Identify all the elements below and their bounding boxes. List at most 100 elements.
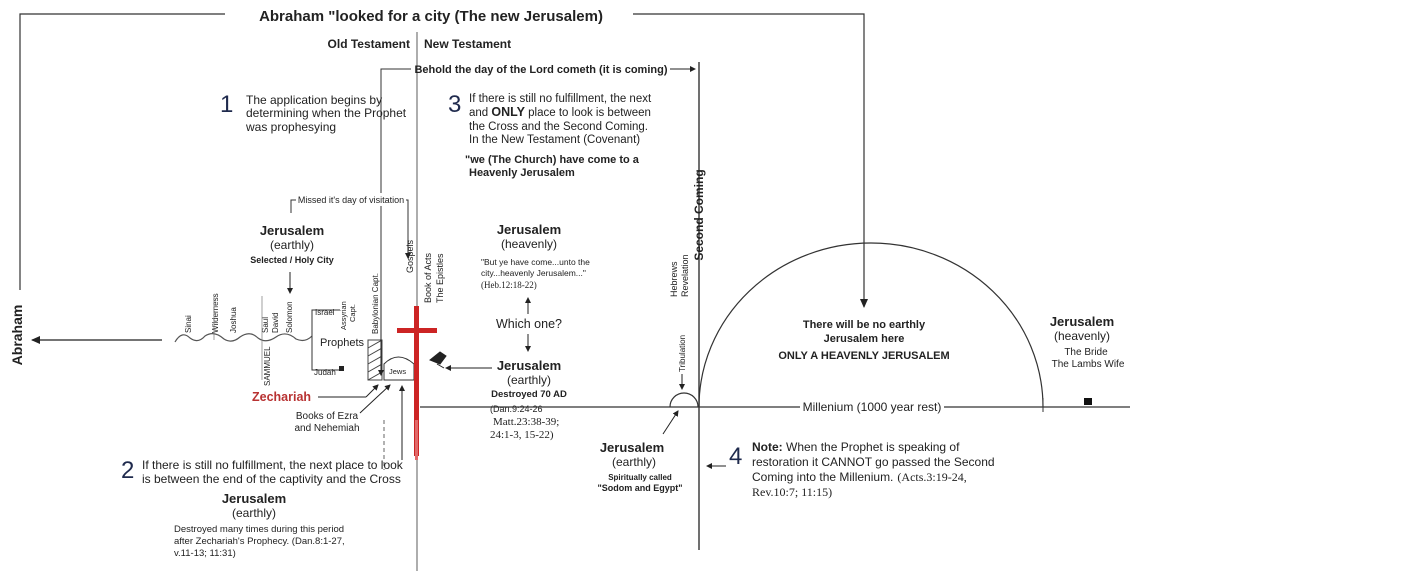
- step1-line2: determining when the Prophet: [246, 106, 407, 120]
- jerusalem-earthly-left-name: Jerusalem: [260, 223, 324, 238]
- tribulation-label: Tribulation: [678, 335, 687, 372]
- behold-label: Behold the day of the Lord cometh (it is…: [414, 64, 667, 76]
- which-one-label: Which one?: [496, 317, 562, 331]
- jerusalem-earthly-mid-desc: Destroyed 70 AD: [491, 389, 567, 400]
- jerusalem-earthly-left-desc: Selected / Holy City: [250, 255, 334, 265]
- step1-line1: The application begins by: [246, 93, 382, 107]
- step1-line3: was prophesying: [245, 120, 336, 134]
- timeline-label-saul: Saul: [261, 317, 270, 333]
- timeline-label-sammuel: SAMMUEL: [263, 346, 272, 386]
- millenium-label: Millenium (1000 year rest): [803, 400, 942, 414]
- sodom-arrow: [662, 410, 679, 435]
- revelation-label: Revelation: [680, 254, 690, 297]
- heavenly-quote-2: city...heavenly Jerusalem...": [481, 268, 586, 278]
- mid-ref-2: Matt.23:38-39;: [493, 416, 559, 428]
- timeline-label-david: David: [271, 313, 280, 333]
- babylonian-captivity-hatch: [367, 339, 383, 381]
- heavenly-quote-3: (Heb.12:18-22): [481, 280, 537, 290]
- old-testament-label: Old Testament: [328, 37, 410, 51]
- step3-line2: and ONLY place to look is between: [469, 105, 651, 119]
- behold-bracket: [380, 68, 411, 375]
- jerusalem-heavenly-mid-name: Jerusalem: [497, 222, 561, 237]
- prophets-label: Prophets: [320, 337, 365, 349]
- abraham-label: Abraham: [9, 305, 25, 366]
- abraham-frame-left: [19, 13, 225, 290]
- timeline-label-joshua: Joshua: [229, 307, 238, 333]
- step4-number: 4: [729, 443, 742, 470]
- jerusalem-earthly-mid-name: Jerusalem: [497, 358, 561, 373]
- jerusalem-earthly-left-sub: (earthly): [270, 238, 314, 252]
- step3-quote2: Heavenly Jerusalem: [469, 167, 575, 179]
- hebrews-label: Hebrews: [669, 261, 679, 297]
- judah-branch: [311, 336, 340, 371]
- second-coming-label: Second Coming: [692, 169, 706, 260]
- new-jerusalem-marker: [1084, 398, 1092, 405]
- step3-line1: If there is still no fulfillment, the ne…: [469, 93, 652, 105]
- timeline-label-solomon: Solomon: [285, 301, 294, 333]
- ezra-label-1: Books of Ezra: [296, 411, 359, 422]
- main-title: Abraham "looked for a city (The new Jeru…: [259, 8, 603, 25]
- book-of-acts-label: Book of Acts: [423, 252, 433, 303]
- step1-number: 1: [220, 91, 233, 118]
- cross-icon: [397, 306, 437, 460]
- step2-line2: is between the end of the captivity and …: [142, 472, 401, 486]
- timeline-label-wilderness: Wilderness: [211, 293, 220, 333]
- israel-label: Israel: [315, 308, 335, 317]
- judah-label: Judah: [314, 368, 336, 377]
- jerusalem-sodom-sub: (earthly): [612, 455, 656, 469]
- zechariah-arrow: [365, 384, 379, 398]
- abraham-frame-right: [633, 13, 868, 308]
- ezra-label-2: and Nehemiah: [294, 423, 359, 434]
- timeline-hills: [174, 333, 313, 343]
- millennium-arc: [698, 242, 1044, 408]
- step2-number: 2: [121, 457, 134, 484]
- step4-line1: Note: When the Prophet is speaking of: [752, 440, 960, 454]
- destruction-icon: [429, 351, 447, 369]
- timeline-labels: Sinai Wilderness Joshua Saul David Solom…: [184, 293, 294, 386]
- step3-line4: In the New Testament (Covenant): [469, 134, 640, 146]
- jerusalem-heavenly-right-sub: (heavenly): [1054, 329, 1110, 343]
- step2-jerusalem-name: Jerusalem: [222, 491, 286, 506]
- step2-desc-2: after Zechariah's Prophecy. (Dan.8:1-27,: [174, 536, 345, 547]
- epistles-label: The Epistles: [435, 253, 445, 303]
- heavenly-quote-1: "But ye have come...unto the: [481, 257, 590, 267]
- ezra-arrow: [359, 384, 391, 414]
- step2-line1: If there is still no fulfillment, the ne…: [142, 458, 404, 472]
- sodom-desc-1: Spiritually called: [608, 473, 672, 482]
- step3-quote1: "we (The Church) have come to a: [465, 154, 640, 166]
- missed-label: Missed it's day of visitation: [298, 195, 404, 205]
- jews-box: [383, 356, 415, 381]
- step4-line3: Coming into the Millenium.(Acts.3:19-24,: [752, 470, 967, 484]
- jerusalem-heavenly-mid-sub: (heavenly): [501, 237, 557, 251]
- tribulation-arc: [669, 392, 699, 408]
- step3-line3: the Cross and the Second Coming.: [469, 121, 648, 133]
- step2-desc-1: Destroyed many times during this period: [174, 524, 344, 535]
- step2-jerusalem-sub: (earthly): [232, 506, 276, 520]
- assyrian-label-2: Capt.: [348, 304, 357, 322]
- sodom-desc-2: "Sodom and Egypt": [597, 483, 682, 493]
- jerusalem-sodom-name: Jerusalem: [600, 440, 664, 455]
- bride-label: The Bride: [1064, 347, 1108, 358]
- step4-line4: Rev.10:7; 11:15): [752, 485, 832, 499]
- lambs-wife-label: The Lambs Wife: [1052, 359, 1125, 370]
- mid-ref-3: 24:1-3, 15-22): [490, 429, 554, 441]
- step3-number: 3: [448, 91, 461, 118]
- jews-label: Jews: [389, 367, 406, 376]
- no-earthly-2: Jerusalem here: [824, 333, 905, 345]
- judah-marker: [339, 366, 344, 371]
- timeline-label-sinai: Sinai: [184, 315, 193, 333]
- only-heavenly: ONLY A HEAVENLY JERUSALEM: [778, 350, 949, 362]
- step4-line2: restoration it CANNOT go passed the Seco…: [752, 455, 995, 469]
- babylonian-label: Babylonian Capt.: [371, 273, 380, 334]
- assyrian-label-1: Assyrian: [339, 301, 348, 330]
- gospels-label: Gospels: [405, 239, 415, 273]
- step2-desc-3: v.11-13; 11:31): [174, 548, 236, 559]
- jerusalem-earthly-mid-sub: (earthly): [507, 373, 551, 387]
- mid-ref-1: (Dan.9:24-26: [490, 404, 543, 414]
- no-earthly-1: There will be no earthly: [803, 319, 926, 331]
- new-testament-label: New Testament: [424, 37, 511, 51]
- zechariah-label: Zechariah: [252, 390, 311, 404]
- jerusalem-heavenly-right-name: Jerusalem: [1050, 314, 1114, 329]
- israel-branch: [311, 309, 340, 336]
